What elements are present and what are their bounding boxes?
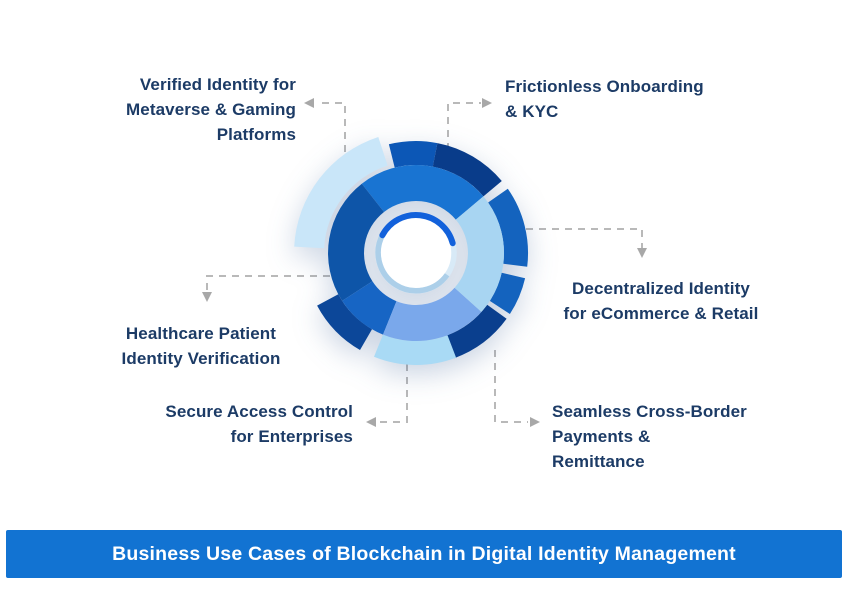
donut-sector-lower-left — [342, 281, 397, 335]
donut-outer-bottom-right-navy — [446, 304, 507, 359]
arrow-left-icon — [366, 417, 376, 427]
blockchain-identity-donut — [294, 137, 529, 365]
arrow-right-icon — [530, 417, 540, 427]
title-banner: Business Use Cases of Blockchain in Digi… — [6, 530, 842, 578]
label-line: Remittance — [552, 452, 645, 471]
label-line: & KYC — [505, 102, 559, 121]
donut-sector-top — [361, 165, 484, 220]
label-line: Verified Identity for — [139, 75, 296, 94]
label-line: for Enterprises — [230, 427, 353, 446]
title-banner-text: Business Use Cases of Blockchain in Digi… — [112, 542, 736, 565]
donut-outer-bottom-light — [374, 334, 457, 365]
label-metaverse-gaming: Verified Identity for Metaverse & Gaming… — [36, 72, 296, 147]
inner-ring-accent-arc — [379, 211, 456, 247]
label-line: Platforms — [216, 125, 296, 144]
donut-outer-top-medium — [388, 141, 438, 168]
label-line: Seamless Cross-Border — [552, 402, 747, 421]
donut-outer-petal — [294, 137, 388, 249]
label-ecommerce-retail: Decentralized Identity for eCommerce & R… — [554, 276, 768, 326]
label-line: Secure Access Control — [165, 402, 353, 421]
label-crossborder-payments: Seamless Cross-Border Payments & Remitta… — [552, 399, 802, 474]
label-line: Payments & — [552, 427, 651, 446]
donut-outer-right-a — [488, 188, 529, 267]
label-line: Decentralized Identity — [572, 279, 750, 298]
donut-outer-bottom-left-navy — [317, 294, 372, 350]
label-line: Metaverse & Gaming — [126, 100, 296, 119]
donut-sector-left — [328, 183, 384, 301]
arrow-down-icon — [202, 292, 212, 302]
donut-outer-right-b — [489, 272, 526, 314]
label-onboarding-kyc: Frictionless Onboarding & KYC — [505, 74, 755, 124]
donut-sector-right — [454, 196, 505, 312]
label-line: for eCommerce & Retail — [563, 304, 759, 323]
label-line: Identity Verification — [121, 349, 281, 368]
label-healthcare-identity: Healthcare Patient Identity Verification — [94, 321, 308, 371]
label-enterprise-access: Secure Access Control for Enterprises — [93, 399, 353, 449]
donut-sector-bottom — [383, 287, 482, 342]
inner-ring-medium-arc — [375, 232, 450, 294]
donut-outer-top-navy — [432, 143, 502, 197]
label-line: Frictionless Onboarding — [505, 77, 704, 96]
arrow-down-icon — [637, 248, 647, 258]
label-line: Healthcare Patient — [125, 324, 277, 343]
